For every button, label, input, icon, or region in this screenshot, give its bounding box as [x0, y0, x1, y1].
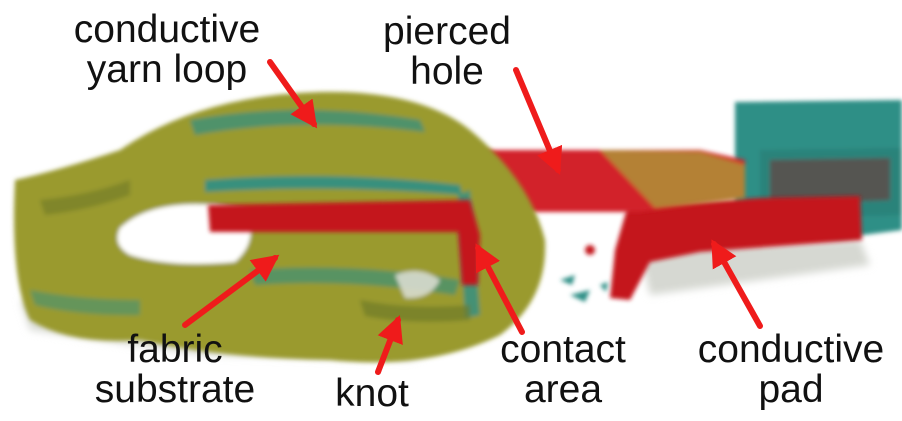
label-pierced-hole: pierced hole: [372, 12, 522, 92]
label-conductive-pad: conductive pad: [686, 330, 896, 410]
debris: [560, 245, 608, 302]
label-knot: knot: [322, 374, 422, 414]
label-conductive-yarn-loop: conductive yarn loop: [62, 10, 272, 90]
label-contact-area: contact area: [483, 330, 643, 410]
label-fabric-substrate: fabric substrate: [70, 330, 280, 410]
